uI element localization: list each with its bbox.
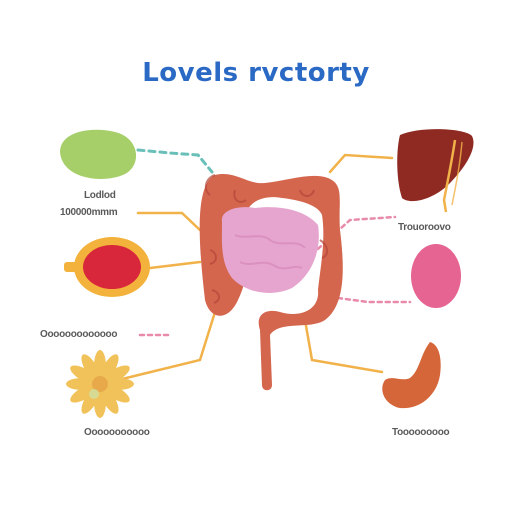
label-right-1: Trouoroovo: [398, 222, 451, 233]
leaf-icon: [60, 129, 137, 179]
connector-right-label: [298, 215, 397, 267]
egg-icon: [64, 237, 150, 297]
label-left-2: Ooooooooooooo: [40, 329, 118, 340]
stomach-icon: [382, 342, 441, 409]
connector-lines: [116, 148, 412, 382]
colon-icon: [199, 173, 343, 391]
connector-leaf: [136, 148, 214, 174]
label-left-3: Ooooooooooo: [84, 427, 150, 438]
connector-flower: [116, 310, 217, 382]
connector-stomach: [303, 318, 384, 374]
liver-icon: [397, 129, 474, 213]
connector-kidney: [336, 296, 412, 304]
label-left-1b: 100000mmm: [60, 207, 118, 218]
flower-icon: [66, 350, 134, 418]
label-right-2: Tooooooooo: [392, 427, 450, 438]
label-left-1a: Lodlod: [84, 190, 116, 201]
pink-organ-icon: [411, 244, 461, 308]
connector-egg: [148, 260, 202, 270]
connector-liver: [328, 153, 394, 174]
diagram-title: Lovels rvctorty: [142, 58, 370, 88]
